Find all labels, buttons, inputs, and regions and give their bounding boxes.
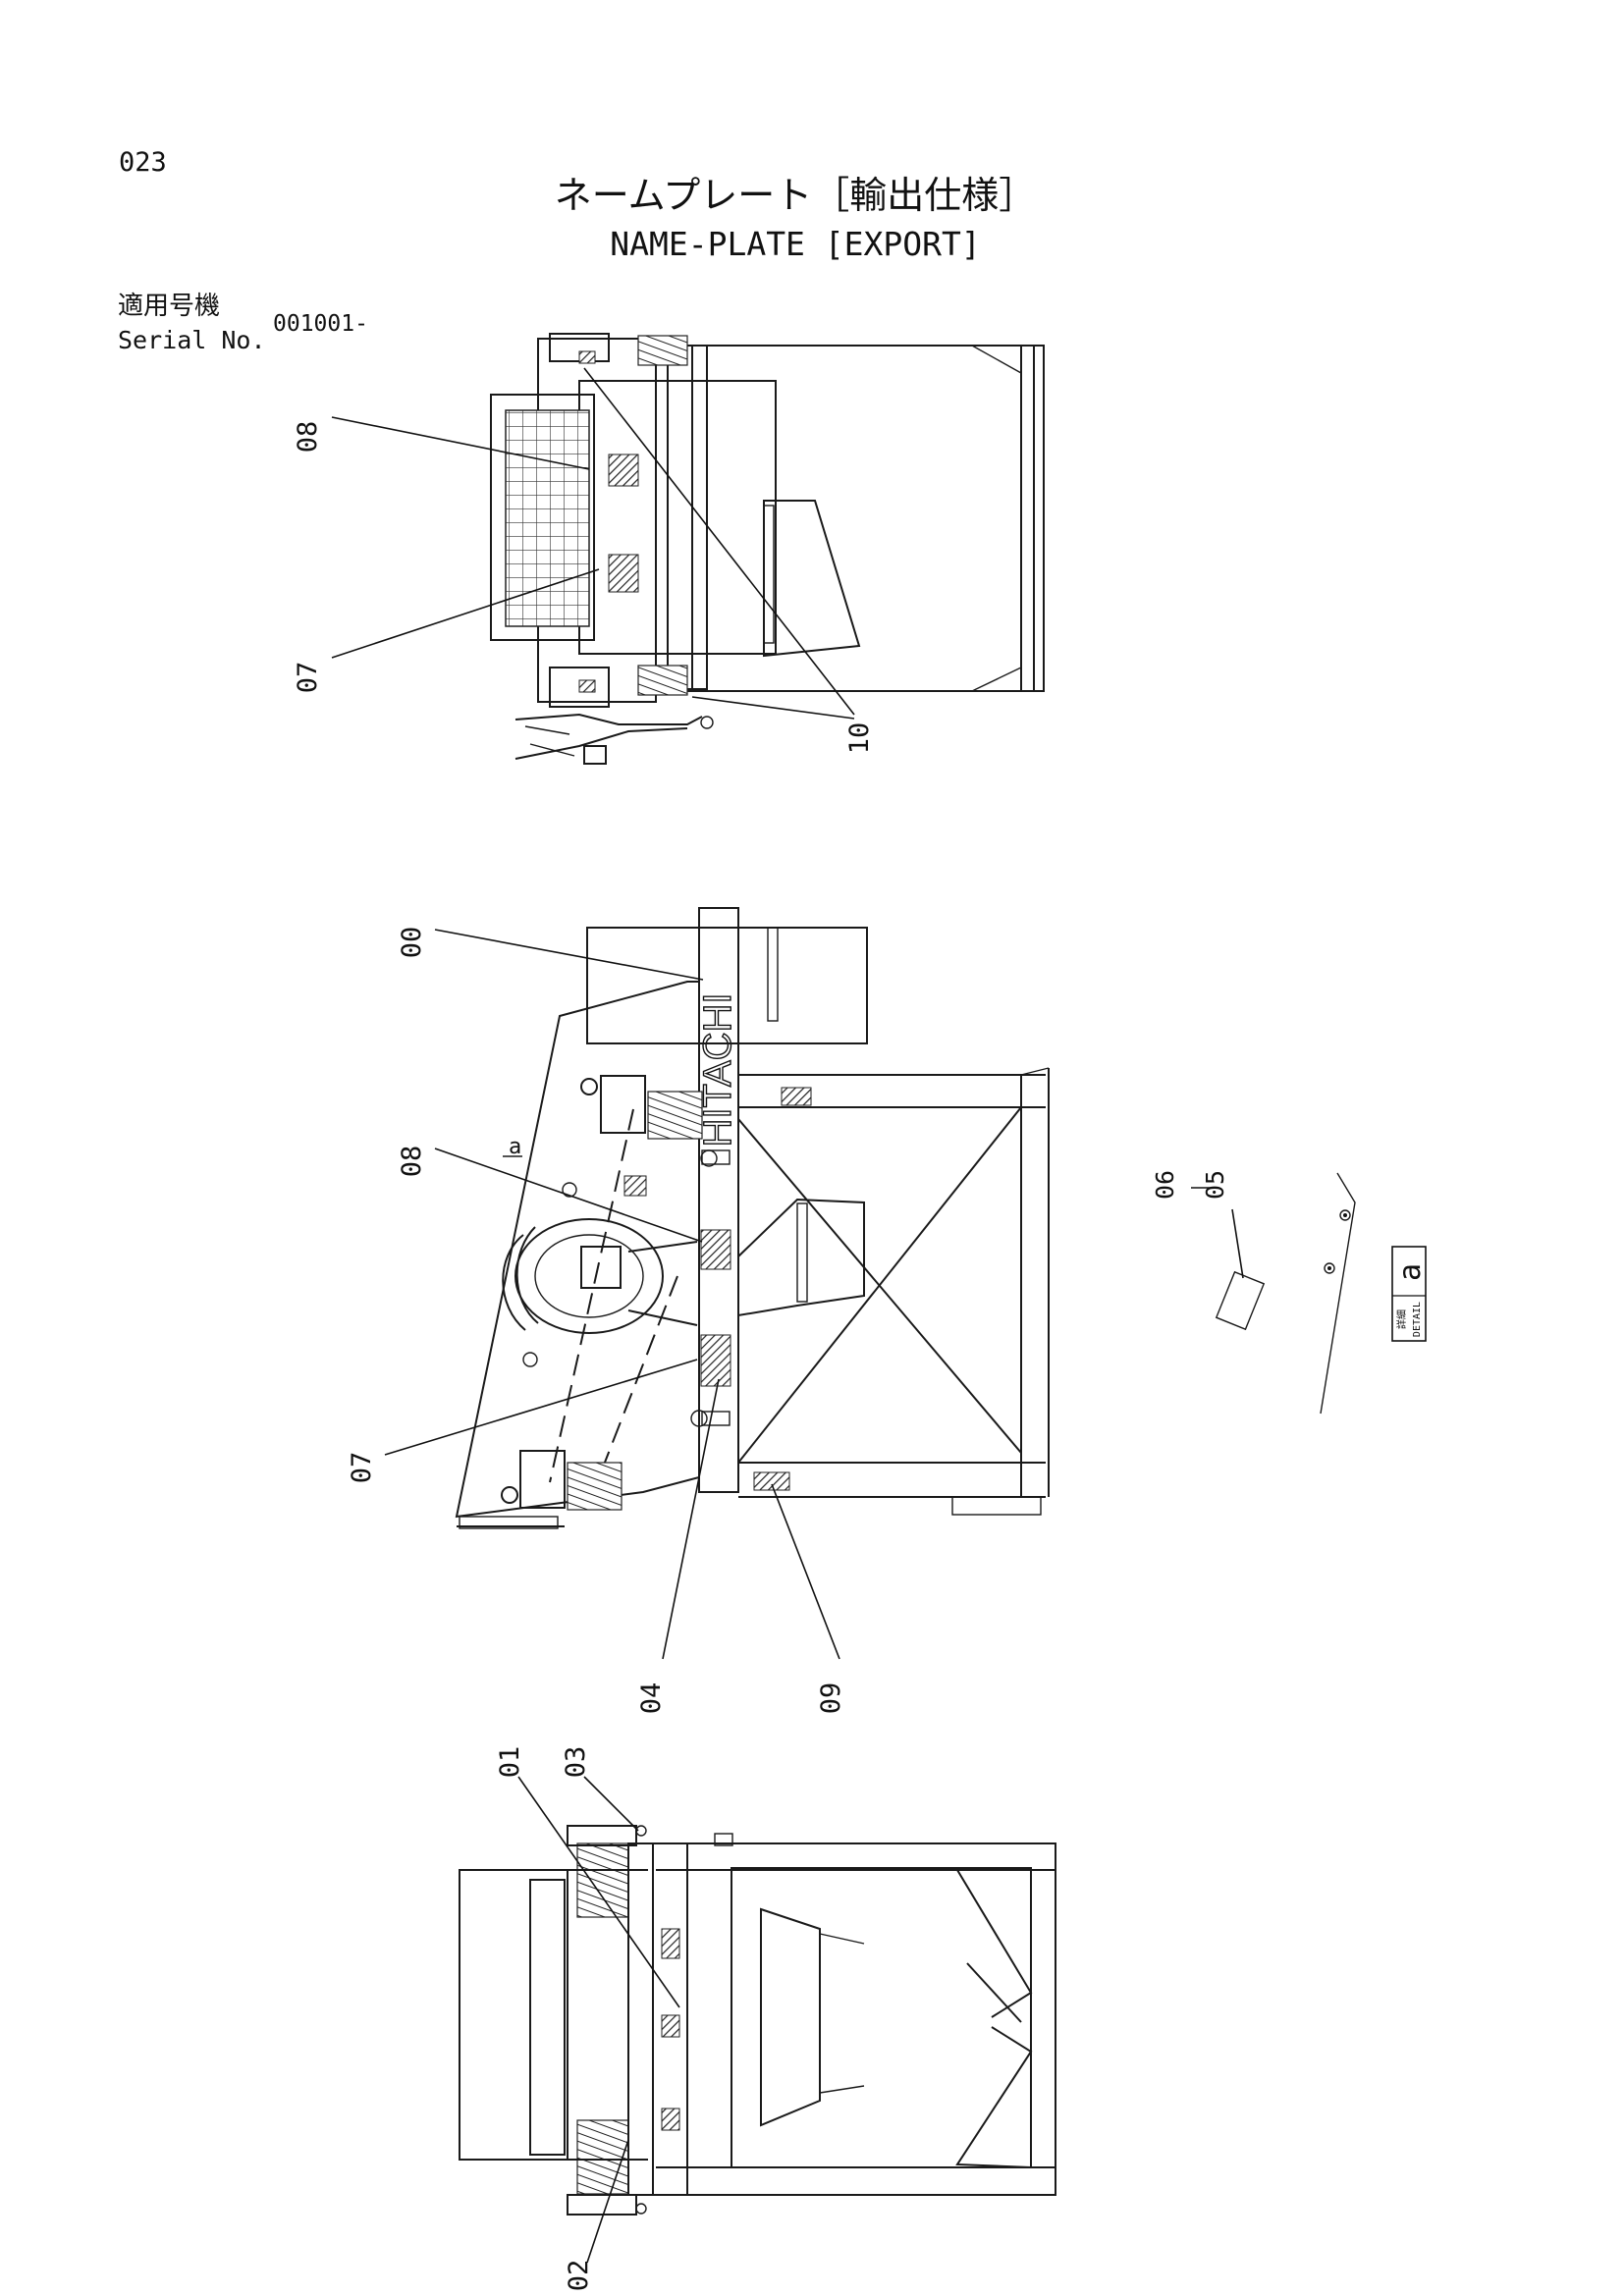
callout-front-01: 01 [495,1746,525,1779]
callout-side-00: 00 [397,927,427,959]
side-plate-07 [700,1334,731,1387]
title-japanese: ネームプレート［輸出仕様］ [555,174,1037,217]
title-english: NAME-PLATE [EXPORT] [610,225,981,263]
side-spring-lower [567,1462,623,1511]
callout-detail-06: 06 [1151,1170,1179,1200]
top-screen-mesh [505,409,590,627]
side-hopper [586,927,868,1044]
top-plate-08 [608,454,639,487]
callout-detail-05: 05 [1201,1170,1229,1200]
detail-label-japanese: 詳細 [1395,1309,1408,1329]
top-plate-07 [608,554,639,593]
serial-label-english: Serial No. [118,326,266,354]
front-spring-upper [576,1842,629,1918]
page-number: 023 [119,147,167,178]
front-spring-lower [576,2119,629,2195]
side-plate-08 [700,1229,731,1270]
side-chute [737,1198,865,1317]
detail-letter: a [1393,1263,1428,1281]
serial-label-japanese: 適用号機 [118,292,220,321]
view-marker-a: a [509,1135,521,1159]
detail-label-english: DETAIL [1412,1302,1423,1337]
callout-side-09: 09 [816,1682,846,1715]
front-plate-middle [661,2014,680,2038]
detail-a-view: 06 05 a 詳細 DETAIL [1151,1170,1428,1415]
callout-top-10: 10 [844,722,875,755]
callout-side-07: 07 [347,1452,377,1484]
callout-front-02: 02 [564,2260,594,2292]
side-motor [514,1218,664,1334]
top-view [490,333,1045,765]
side-spring-upper [647,1091,703,1140]
callout-top-07: 07 [293,662,323,694]
detail-plate-05 [1215,1270,1266,1331]
side-plate-leg-upper [781,1087,812,1106]
front-frame [652,1842,1056,2196]
side-view: HITACHI [455,907,1050,1529]
top-frame-outer [655,345,1045,692]
side-plate-09 [753,1471,790,1491]
callout-side-08: 08 [397,1146,427,1178]
detail-edge-line [1320,1172,1356,1415]
front-motor-box [459,1869,568,2161]
front-plate-lower [661,2108,680,2131]
callout-front-03: 03 [561,1746,591,1779]
front-view [459,1825,1056,2216]
top-motor-cover [578,380,777,655]
side-screen-body [455,981,700,1519]
front-chute [760,1907,821,2127]
detail-label-box [1391,1246,1427,1342]
serial-value: 001001- [273,311,368,337]
callout-side-04: 04 [636,1682,667,1715]
callout-top-08: 08 [293,421,323,454]
top-chute [763,500,861,658]
brand-logo-hitachi: HITACHI [696,992,739,1147]
front-plate-upper [661,1928,680,1959]
